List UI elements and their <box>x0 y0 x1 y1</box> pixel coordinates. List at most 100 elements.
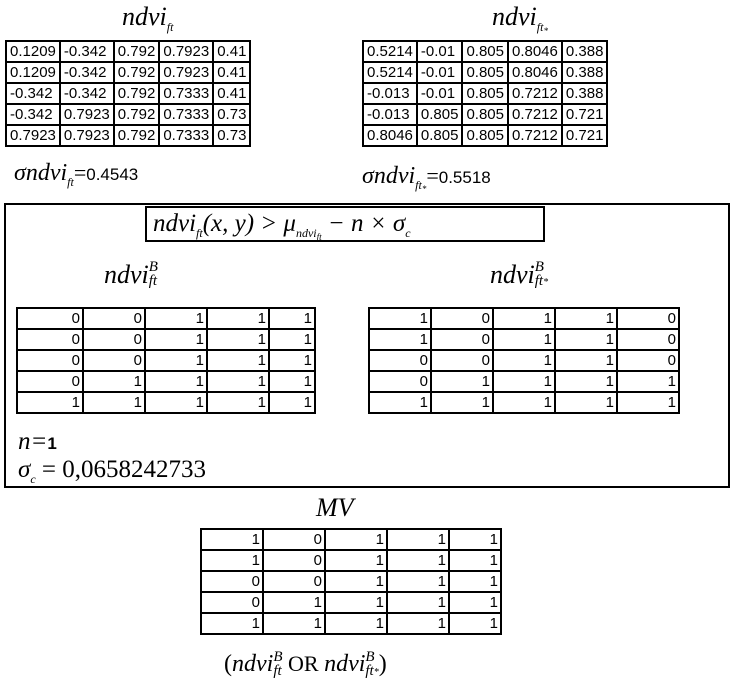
table-cell: 0.8046 <box>506 40 563 63</box>
table-cell: -0.01 <box>415 40 464 63</box>
table-cell: 1 <box>492 370 556 393</box>
table-cell: 0.7212 <box>506 82 563 105</box>
table-cell: 0.7333 <box>158 124 215 147</box>
table-cell: 0 <box>616 307 680 330</box>
table-cell: 0.7923 <box>58 103 115 126</box>
table-cell: 0.805 <box>415 103 464 126</box>
table-cell: -0.013 <box>362 103 418 126</box>
table-cell: 0.73 <box>212 124 252 147</box>
table-cell: 0 <box>200 591 264 614</box>
table-cell: 0 <box>262 570 326 593</box>
table-cell: 0.721 <box>560 103 609 126</box>
table-cell: 0.805 <box>461 103 509 126</box>
table-cell: 1 <box>386 528 450 551</box>
table-cell: 1 <box>144 391 208 414</box>
table-cell: 0.792 <box>112 124 161 147</box>
table-cell: 0 <box>16 307 84 330</box>
table-cell: 1 <box>368 328 432 351</box>
table-cell: 0 <box>16 328 84 351</box>
table-cell: 1 <box>386 570 450 593</box>
table-cell: 0.1209 <box>5 61 61 84</box>
table-cell: 1 <box>144 307 208 330</box>
table-cell: -0.342 <box>58 61 115 84</box>
ndvi-ft-sigma: σndvift=0.4543 <box>14 160 139 189</box>
table-cell: 0.805 <box>461 124 509 147</box>
table-cell: 1 <box>554 328 618 351</box>
table-cell: 0.388 <box>560 61 609 84</box>
table-cell: 1 <box>82 391 146 414</box>
table-cell: 1 <box>200 612 264 635</box>
table-cell: 1 <box>268 391 316 414</box>
table-cell: 1 <box>16 391 84 414</box>
table-cell: 1 <box>268 328 316 351</box>
ndvi-ft-title: ndvift <box>122 2 174 34</box>
table-cell: 0 <box>262 528 326 551</box>
n-parameter: n=1 <box>18 428 57 455</box>
table-cell: 1 <box>262 612 326 635</box>
table-cell: 1 <box>386 549 450 572</box>
table-cell: 0.805 <box>461 82 509 105</box>
table-cell: 0 <box>430 328 494 351</box>
table-cell: 1 <box>492 349 556 372</box>
table-cell: 1 <box>200 549 264 572</box>
table-cell: 1 <box>448 612 502 635</box>
table-cell: 1 <box>144 328 208 351</box>
table-cell: -0.342 <box>58 82 115 105</box>
table-cell: 0 <box>82 307 146 330</box>
table-cell: 0 <box>616 349 680 372</box>
table-cell: 1 <box>262 591 326 614</box>
table-cell: 0 <box>430 349 494 372</box>
mv-title: MV <box>316 493 354 522</box>
table-cell: 1 <box>430 370 494 393</box>
table-cell: 0.41 <box>212 82 252 105</box>
table-cell: -0.342 <box>5 82 61 105</box>
table-cell: 1 <box>82 370 146 393</box>
table-cell: 1 <box>200 528 264 551</box>
table-cell: 0 <box>82 349 146 372</box>
table-cell: 1 <box>430 391 494 414</box>
table-cell: 0.7923 <box>5 124 61 147</box>
table-cell: 1 <box>144 349 208 372</box>
table-cell: 1 <box>324 591 388 614</box>
table-cell: 0.388 <box>560 82 609 105</box>
table-cell: 1 <box>492 391 556 414</box>
table-cell: 0.805 <box>461 40 509 63</box>
table-cell: 1 <box>492 328 556 351</box>
table-cell: 0.8046 <box>506 61 563 84</box>
table-cell: 0 <box>368 349 432 372</box>
table-cell: 0.7333 <box>158 82 215 105</box>
table-cell: 0.8046 <box>362 124 418 147</box>
table-cell: 0 <box>616 328 680 351</box>
table-cell: 0.792 <box>112 82 161 105</box>
table-cell: 0.792 <box>112 61 161 84</box>
table-cell: 0.792 <box>112 103 161 126</box>
ndvi-ft-star-sigma: σndvift*=0.5518 <box>362 163 491 194</box>
table-cell: 1 <box>268 307 316 330</box>
threshold-formula: ndvift(x, y) > μndvift − n × σc <box>145 206 545 242</box>
table-cell: 1 <box>448 591 502 614</box>
table-cell: -0.01 <box>415 82 464 105</box>
table-cell: 1 <box>386 612 450 635</box>
table-cell: -0.01 <box>415 61 464 84</box>
table-cell: 1 <box>324 549 388 572</box>
table-cell: 0 <box>16 370 84 393</box>
table-cell: 1 <box>206 349 270 372</box>
